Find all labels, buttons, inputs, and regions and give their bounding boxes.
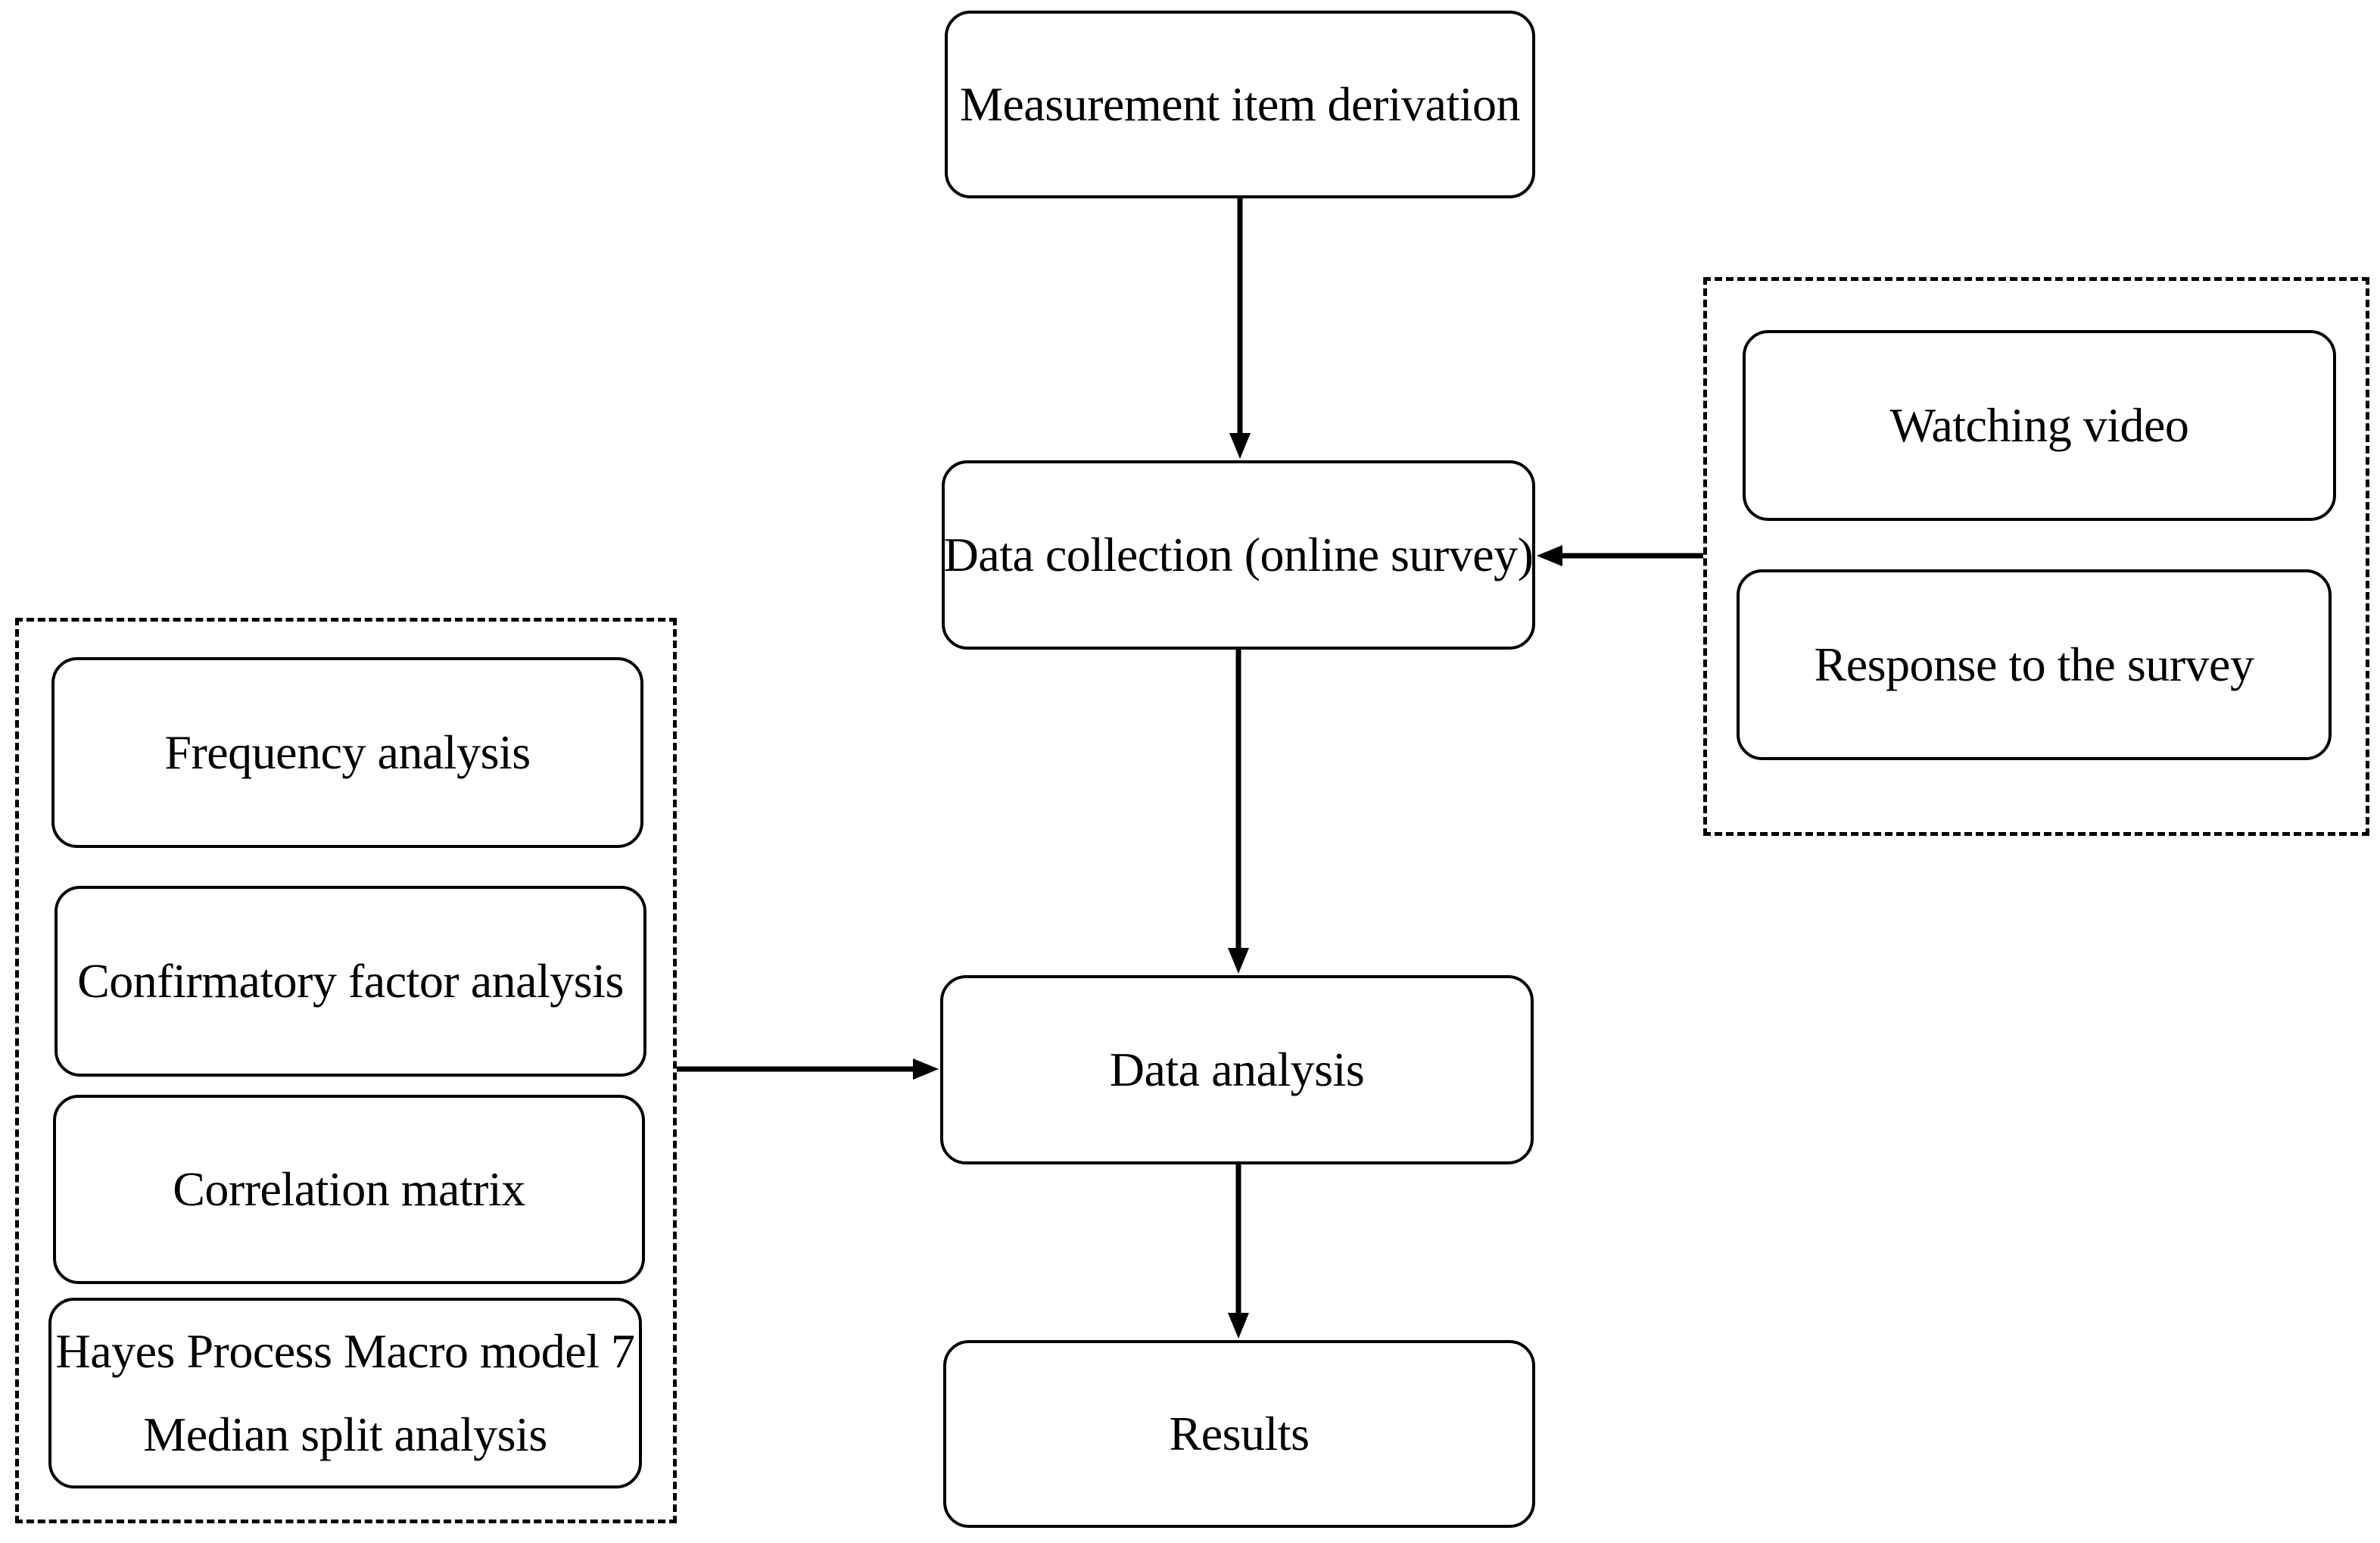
- arrowhead-down-results: [1228, 1313, 1249, 1339]
- median-split-analysis-label: Median split analysis: [143, 1407, 547, 1461]
- hayes-process-macro-label: Hayes Process Macro model 7: [55, 1324, 635, 1378]
- confirmatory-factor-analysis-label: Confirmatory factor analysis: [77, 954, 624, 1008]
- measurement-item-derivation-node: Measurement item derivation: [945, 11, 1535, 198]
- hayes-median-analysis-node: Hayes Process Macro model 7 Median split…: [48, 1298, 642, 1488]
- correlation-matrix-label: Correlation matrix: [173, 1162, 525, 1216]
- arrowhead-right-analysis: [913, 1058, 939, 1080]
- data-collection-label: Data collection (online survey): [943, 528, 1534, 581]
- measurement-item-derivation-label: Measurement item derivation: [959, 77, 1521, 131]
- survey-response-label: Response to the survey: [1814, 637, 2254, 691]
- survey-response-node: Response to the survey: [1737, 569, 2332, 760]
- collection-steps-group: [1703, 277, 2369, 836]
- data-analysis-node: Data analysis: [940, 975, 1534, 1164]
- analysis-methods-group: [15, 618, 677, 1523]
- data-analysis-label: Data analysis: [1109, 1043, 1365, 1096]
- results-label: Results: [1169, 1407, 1310, 1460]
- arrowhead-down-analysis: [1228, 948, 1249, 974]
- arrowhead-down-collection: [1229, 433, 1251, 459]
- watching-video-label: Watching video: [1889, 398, 2189, 452]
- arrowhead-left-collection: [1537, 545, 1562, 566]
- frequency-analysis-label: Frequency analysis: [164, 725, 531, 779]
- correlation-matrix-node: Correlation matrix: [53, 1095, 645, 1284]
- frequency-analysis-node: Frequency analysis: [51, 657, 643, 848]
- watching-video-node: Watching video: [1743, 330, 2336, 521]
- confirmatory-factor-analysis-node: Confirmatory factor analysis: [55, 886, 646, 1077]
- results-node: Results: [943, 1340, 1535, 1528]
- data-collection-node: Data collection (online survey): [942, 460, 1535, 650]
